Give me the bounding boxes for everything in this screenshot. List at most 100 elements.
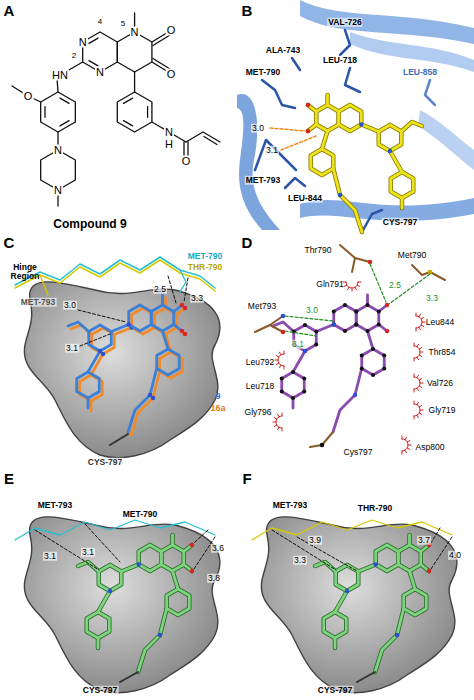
ligand-bond xyxy=(339,105,362,131)
ligand-bond xyxy=(361,125,378,132)
bond xyxy=(12,86,41,102)
ligand-bond xyxy=(356,305,379,331)
ligand-bond xyxy=(316,325,333,332)
residue-label: THR-790 xyxy=(187,263,223,272)
distance-label: 2.5 xyxy=(388,281,402,290)
hydrophobic-arc xyxy=(420,383,423,384)
hydrophobic-arc xyxy=(419,355,422,357)
residue-stick xyxy=(40,275,48,295)
ligand-bond xyxy=(87,612,110,638)
distance-line xyxy=(194,537,215,569)
ligand-bond xyxy=(326,95,329,105)
ligand-bond xyxy=(334,305,357,331)
ligand-bond xyxy=(87,398,90,408)
residue-stick xyxy=(180,270,186,292)
ligand-bond xyxy=(90,401,93,411)
hydrophobic-arc xyxy=(358,282,361,283)
atom-dot xyxy=(180,303,184,307)
ligand-key: 9 xyxy=(215,392,220,401)
hydrophobic-arc xyxy=(419,348,422,350)
atom-label: N xyxy=(78,37,88,48)
ligand-key: 16a xyxy=(210,404,225,413)
ligand-bond xyxy=(96,638,101,648)
pocket-surface xyxy=(24,517,220,693)
distance-label: 3.8 xyxy=(207,574,221,583)
ligand-bond xyxy=(121,565,138,572)
distance-label: 3.3 xyxy=(425,294,439,303)
distance-label: 3.3 xyxy=(293,556,307,565)
atom-dot xyxy=(366,303,370,307)
residue-stick xyxy=(120,672,138,682)
atom-dot xyxy=(98,349,102,353)
docking-view xyxy=(15,520,215,682)
hydrophobic-arc xyxy=(408,445,411,446)
atom-dot xyxy=(291,396,295,400)
atom-dot xyxy=(338,193,342,197)
residue-stick xyxy=(357,672,375,682)
hydrophobic-arc xyxy=(402,439,408,451)
residue-label: LEU-858 xyxy=(402,68,438,77)
hydrophobic-arc xyxy=(276,356,279,358)
atom-label: O xyxy=(23,91,34,102)
ligand-bond xyxy=(87,612,110,638)
residue-label: MET-793 xyxy=(245,176,282,185)
hydrophobic-arc xyxy=(414,346,420,358)
ligand xyxy=(71,298,187,435)
residue-stick xyxy=(285,178,305,188)
ligand-bond xyxy=(361,125,378,132)
residue-stick xyxy=(412,265,445,280)
bond xyxy=(117,32,152,72)
protein-cartoon xyxy=(237,0,474,232)
hydrophobic-arc xyxy=(275,360,278,361)
residue-stick xyxy=(110,434,128,445)
ligand-bond xyxy=(99,565,122,591)
overlay-view xyxy=(15,257,215,445)
hbond-line xyxy=(270,128,305,131)
atom-dot xyxy=(280,390,284,394)
hydrophobic-arc xyxy=(280,365,282,368)
hydrophobic-arc xyxy=(273,422,276,423)
hydrophobic-arc xyxy=(407,441,410,443)
atom-dot xyxy=(343,303,347,307)
distance-line xyxy=(168,276,176,303)
interaction-map xyxy=(255,245,445,454)
hydrophobic-arc xyxy=(421,318,424,320)
atom-dot xyxy=(354,310,358,314)
residue-stick xyxy=(340,30,350,55)
panel-letter: B xyxy=(242,3,253,18)
atom-dot xyxy=(360,367,364,371)
residue-label: LEU-718 xyxy=(322,56,358,65)
bond xyxy=(153,35,170,46)
ligand-bond xyxy=(157,349,180,375)
ligand-bond xyxy=(173,571,179,589)
panel-letter: F xyxy=(242,471,251,486)
hydrophobic-arc xyxy=(414,343,415,346)
distance-line xyxy=(85,524,120,562)
distance-label: 3.9 xyxy=(308,536,322,545)
ligand-bond xyxy=(77,372,100,398)
ligand-bond xyxy=(324,612,347,638)
ligand-bond xyxy=(311,149,334,175)
panel-letter: D xyxy=(242,235,253,250)
atom-label: HN xyxy=(51,70,69,81)
residue-label: MET-790 xyxy=(122,510,159,519)
ligand-bond xyxy=(131,372,160,436)
ligand-bond xyxy=(401,122,422,132)
residue-label: LEU-844 xyxy=(287,194,323,203)
residue-label: CYS-797 xyxy=(87,458,124,467)
ligand-bond xyxy=(410,571,416,589)
ligand-bond xyxy=(311,149,334,175)
residue-label: Gln791 xyxy=(316,280,343,289)
ligand-bond xyxy=(128,369,157,433)
bond xyxy=(89,38,98,43)
hydrophobic-arc xyxy=(414,401,415,404)
atom-dot xyxy=(280,377,284,381)
hydrophobic-arc xyxy=(420,410,423,411)
hydrophobic-arc xyxy=(282,413,283,416)
atom-dot xyxy=(314,343,318,347)
ligand-bond xyxy=(400,198,405,208)
ligand-bond xyxy=(410,571,416,589)
distance-label: 2.5 xyxy=(153,285,167,294)
atom-dot xyxy=(377,310,381,314)
bond xyxy=(89,61,98,66)
